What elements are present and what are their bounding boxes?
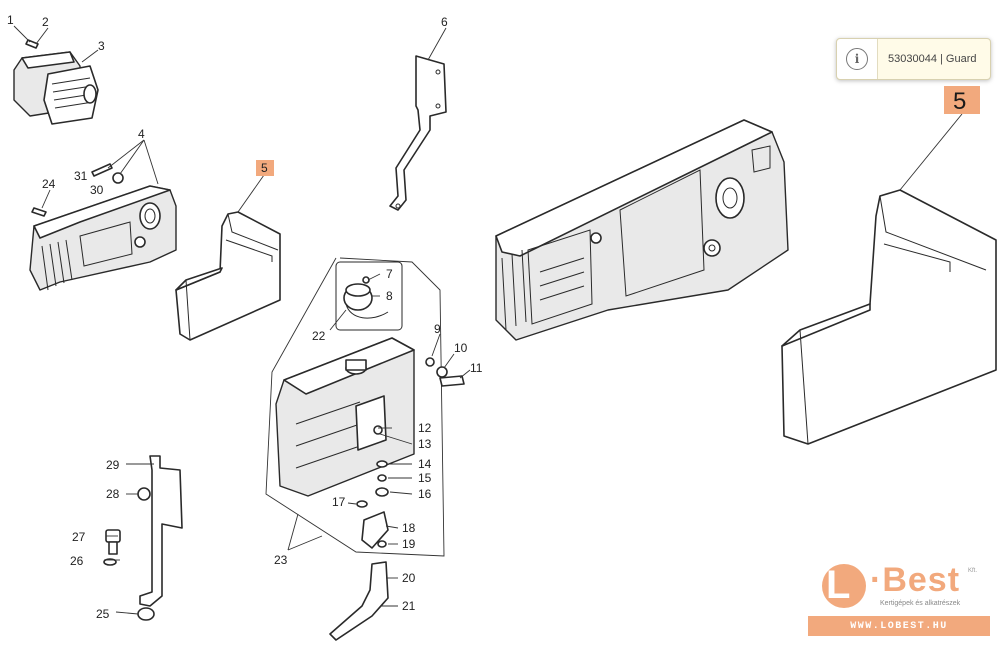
part-25-nut[interactable] bbox=[137, 607, 155, 621]
callout-31: 31 bbox=[74, 169, 88, 183]
part-22-cap-assembly[interactable] bbox=[335, 261, 403, 331]
logo-suffix: Kft. bbox=[968, 568, 978, 574]
callout-23: 23 bbox=[274, 553, 288, 567]
callout-24: 24 bbox=[42, 177, 56, 191]
part-28-nut[interactable] bbox=[137, 487, 151, 501]
info-icon[interactable]: i bbox=[846, 48, 868, 70]
part-27-screw[interactable] bbox=[105, 529, 121, 555]
callout-3: 3 bbox=[98, 39, 105, 53]
part-24-screw[interactable] bbox=[31, 207, 47, 217]
part-29-support-bar[interactable] bbox=[139, 455, 183, 607]
tooltip-icon-container: i bbox=[837, 39, 878, 79]
part-9-11-bolt[interactable] bbox=[425, 357, 465, 387]
callout-1: 1 bbox=[7, 13, 14, 27]
callout-20: 20 bbox=[402, 571, 416, 585]
logo-brand-name: ·Best bbox=[870, 561, 961, 599]
tooltip-text: 53030044 | Guard bbox=[888, 53, 977, 65]
part-small-fittings[interactable] bbox=[356, 460, 389, 549]
logo-tagline: Kertigépek és alkatrészek bbox=[880, 600, 961, 607]
callout-30: 30 bbox=[90, 183, 104, 197]
part-fuel-tank[interactable] bbox=[275, 337, 415, 497]
callout-6: 6 bbox=[441, 15, 448, 29]
callout-4: 4 bbox=[138, 127, 145, 141]
callout-5-small: 5 bbox=[261, 161, 268, 175]
callout-13: 13 bbox=[418, 437, 432, 451]
logo-url-link[interactable]: WWW.LOBEST.HU bbox=[808, 616, 990, 636]
callout-19: 19 bbox=[402, 537, 416, 551]
callout-12: 12 bbox=[418, 421, 432, 435]
callout-7: 7 bbox=[386, 267, 393, 281]
callout-25: 25 bbox=[96, 607, 110, 621]
part-group-housing-small[interactable] bbox=[29, 185, 177, 291]
callout-22: 22 bbox=[312, 329, 326, 343]
callout-14: 14 bbox=[418, 457, 432, 471]
callout-27: 27 bbox=[72, 530, 86, 544]
callout-5-large: 5 bbox=[953, 88, 966, 115]
logo-circle-icon bbox=[822, 564, 866, 608]
part-26-washer[interactable] bbox=[103, 558, 117, 566]
callout-17: 17 bbox=[332, 495, 346, 509]
part-6-bracket[interactable] bbox=[389, 55, 447, 211]
callout-16: 16 bbox=[418, 487, 432, 501]
callout-15: 15 bbox=[418, 471, 432, 485]
callout-5-large-highlight-box bbox=[944, 86, 980, 114]
part-group-cover-screen[interactable] bbox=[13, 39, 99, 125]
callout-18: 18 bbox=[402, 521, 416, 535]
part-5-guard-small[interactable] bbox=[175, 211, 281, 341]
part-info-tooltip: i 53030044 | Guard bbox=[836, 38, 991, 80]
part-31-pin[interactable] bbox=[91, 163, 113, 177]
callout-2: 2 bbox=[42, 15, 49, 29]
logo-letter: L bbox=[826, 563, 851, 607]
callout-10: 10 bbox=[454, 341, 468, 355]
callout-21: 21 bbox=[402, 599, 416, 613]
callout-28: 28 bbox=[106, 487, 120, 501]
part-5-guard-large[interactable] bbox=[781, 189, 997, 445]
callout-labels: 1 2 3 4 5 6 7 8 9 10 11 12 13 14 15 16 1… bbox=[7, 13, 980, 621]
callout-9: 9 bbox=[434, 322, 441, 336]
callout-8: 8 bbox=[386, 289, 393, 303]
callout-11: 11 bbox=[470, 361, 483, 375]
part-20-21-hose[interactable] bbox=[329, 561, 389, 641]
part-housing-large[interactable] bbox=[495, 119, 789, 341]
callout-26: 26 bbox=[70, 554, 84, 568]
brand-logo[interactable]: L ·Best Kft. Kertigépek és alkatrészek W… bbox=[808, 558, 990, 638]
part-30-nut[interactable] bbox=[112, 172, 124, 184]
callout-5-highlight-box bbox=[256, 160, 274, 176]
callout-29: 29 bbox=[106, 458, 120, 472]
